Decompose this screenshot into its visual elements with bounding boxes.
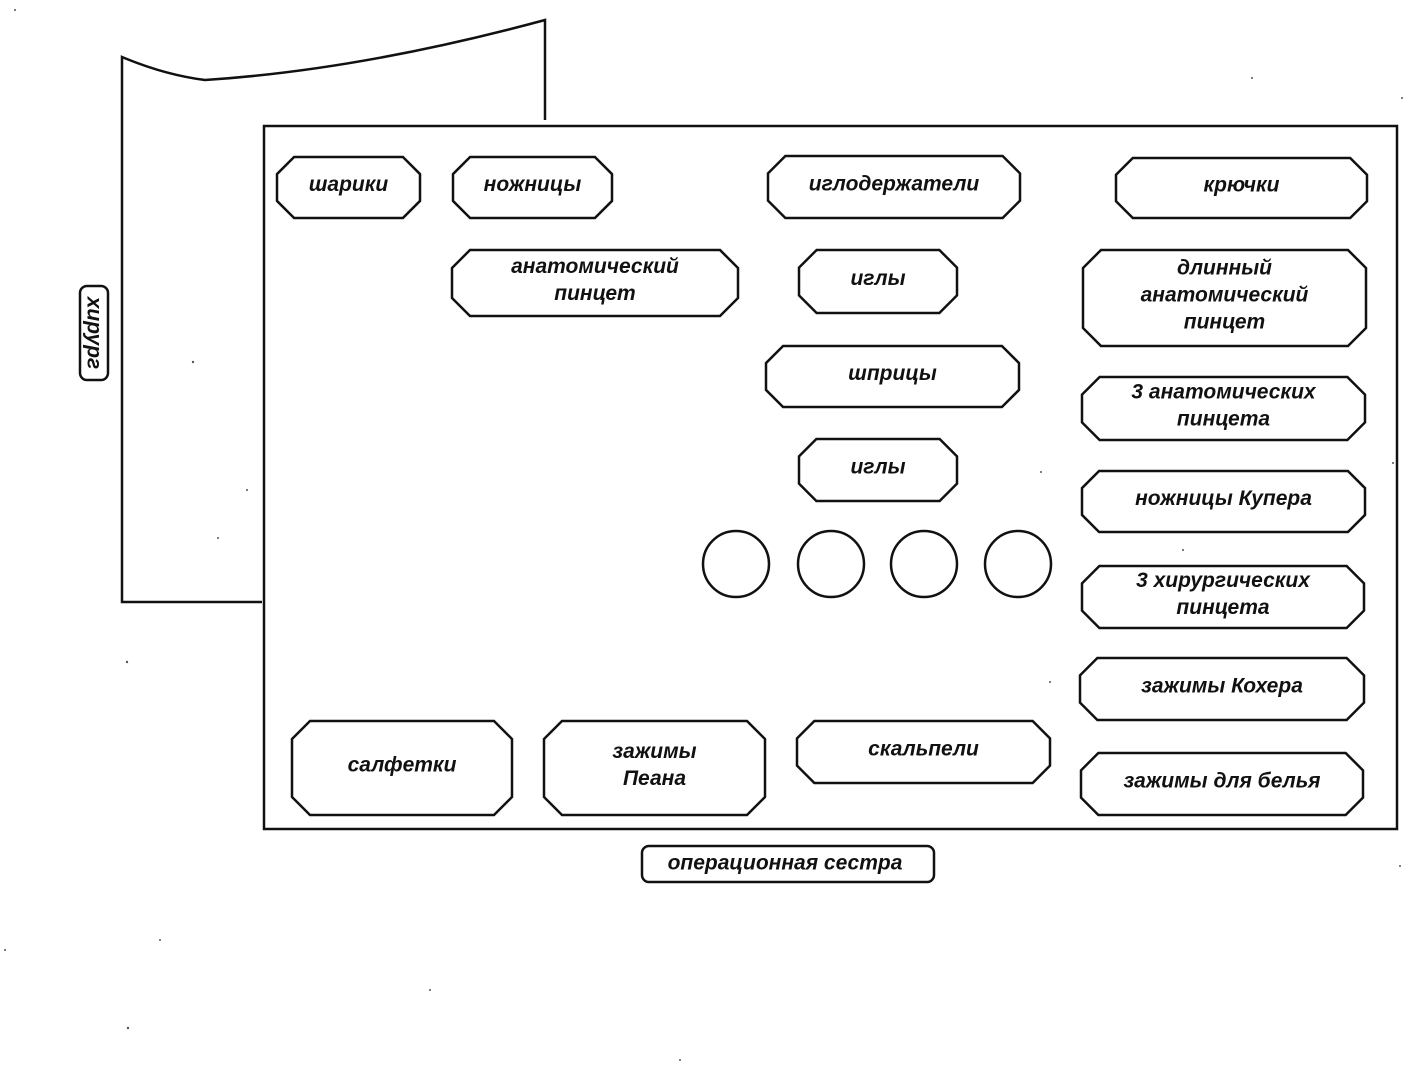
instrument-box-anat-pincet: анатомический пинцет <box>450 248 740 318</box>
instrument-label: анатомический <box>511 255 679 278</box>
gallipot-circle <box>889 529 959 599</box>
nurse-label-frame <box>640 844 936 884</box>
instrument-box-frame <box>1081 248 1368 348</box>
instrument-box-nozhnitsy: ножницы <box>451 155 614 220</box>
instrument-label: Пеана <box>623 767 686 790</box>
instrument-label: ножницы <box>484 173 582 196</box>
instrument-box-frame <box>1080 375 1367 442</box>
instrument-label: шприцы <box>848 362 937 385</box>
instrument-box-shariki: шарики <box>275 155 422 220</box>
instrument-table <box>262 124 1399 831</box>
instrument-box-frame <box>764 344 1021 409</box>
instrument-box-frame <box>797 437 959 503</box>
instrument-label: шарики <box>309 173 389 196</box>
instrument-label: длинный <box>1177 257 1272 280</box>
instrument-box-shpritsy: шприцы <box>764 344 1021 409</box>
gallipot-circle <box>796 529 866 599</box>
instrument-box-frame <box>290 719 514 817</box>
instrument-label: пинцет <box>1184 311 1265 334</box>
instrument-box-skalpeli: скальпели <box>795 719 1052 785</box>
instrument-box-frame <box>542 719 767 817</box>
instrument-box-kuper: ножницы Купера <box>1080 469 1367 534</box>
instrument-label: 3 хирургических <box>1136 569 1311 592</box>
instrument-label: салфетки <box>348 754 457 777</box>
instrument-box-salfetki: салфетки <box>290 719 514 817</box>
scan-specks <box>4 9 1403 1061</box>
instrument-box-frame <box>275 155 422 220</box>
instrument-box-igly-2: иглы <box>797 437 959 503</box>
instrument-box-frame <box>766 154 1022 220</box>
instrument-box-frame <box>1080 469 1367 534</box>
instrument-label: пинцет <box>554 282 635 305</box>
instrument-label: иглодержатели <box>809 173 980 196</box>
instrument-box-frame <box>1079 751 1365 817</box>
instrument-box-kocher: зажимы Кохера <box>1078 656 1366 722</box>
instrument-box-frame <box>450 248 740 318</box>
nurse-label: операционная сестра <box>668 852 903 875</box>
instrument-box-frame <box>795 719 1052 785</box>
instrument-box-frame <box>797 248 959 315</box>
instrument-box-frame <box>1080 564 1366 630</box>
instrument-box-frame <box>1078 656 1366 722</box>
instrument-box-kryuchki: крючки <box>1114 156 1369 220</box>
instrument-label: зажимы <box>612 740 696 763</box>
instrument-label: зажимы Кохера <box>1141 675 1303 698</box>
instrument-label: иглы <box>850 267 905 290</box>
instrument-label: анатомический <box>1141 284 1309 307</box>
instrument-box-three-hir: 3 хирургических пинцета <box>1080 564 1366 630</box>
instrument-label: крючки <box>1203 174 1279 197</box>
instrument-boxes: шарики ножницы иглодержатели крючки анатомич… <box>275 154 1369 817</box>
surgeon-label-frame <box>78 284 110 382</box>
instrument-box-igly-1: иглы <box>797 248 959 315</box>
surgeon-label: хирург <box>82 296 105 370</box>
surgeon-label-group: хирург <box>78 284 110 382</box>
instrument-label: пинцета <box>1177 408 1270 431</box>
instrument-box-belye: зажимы для белья <box>1079 751 1365 817</box>
instrument-box-frame <box>1114 156 1369 220</box>
gallipot-circle <box>983 529 1053 599</box>
gallipot-circles <box>701 529 1053 599</box>
instrument-box-dlinny-pincet: длинный анатомический пинцет <box>1081 248 1368 348</box>
instrument-label: зажимы для белья <box>1123 770 1320 793</box>
instrument-box-iglodergateli: иглодержатели <box>766 154 1022 220</box>
instrument-box-frame <box>451 155 614 220</box>
instrument-label: пинцета <box>1176 596 1269 619</box>
instrument-box-three-anat: 3 анатомических пинцета <box>1080 375 1367 442</box>
instrument-label: скальпели <box>868 738 979 761</box>
instrument-label: иглы <box>850 456 905 479</box>
surgeon-table-outline <box>120 18 547 604</box>
nurse-label-group: операционная сестра <box>640 844 936 884</box>
gallipot-circle <box>701 529 771 599</box>
instrument-label: 3 анатомических <box>1131 381 1316 404</box>
instrument-label: ножницы Купера <box>1135 487 1312 510</box>
